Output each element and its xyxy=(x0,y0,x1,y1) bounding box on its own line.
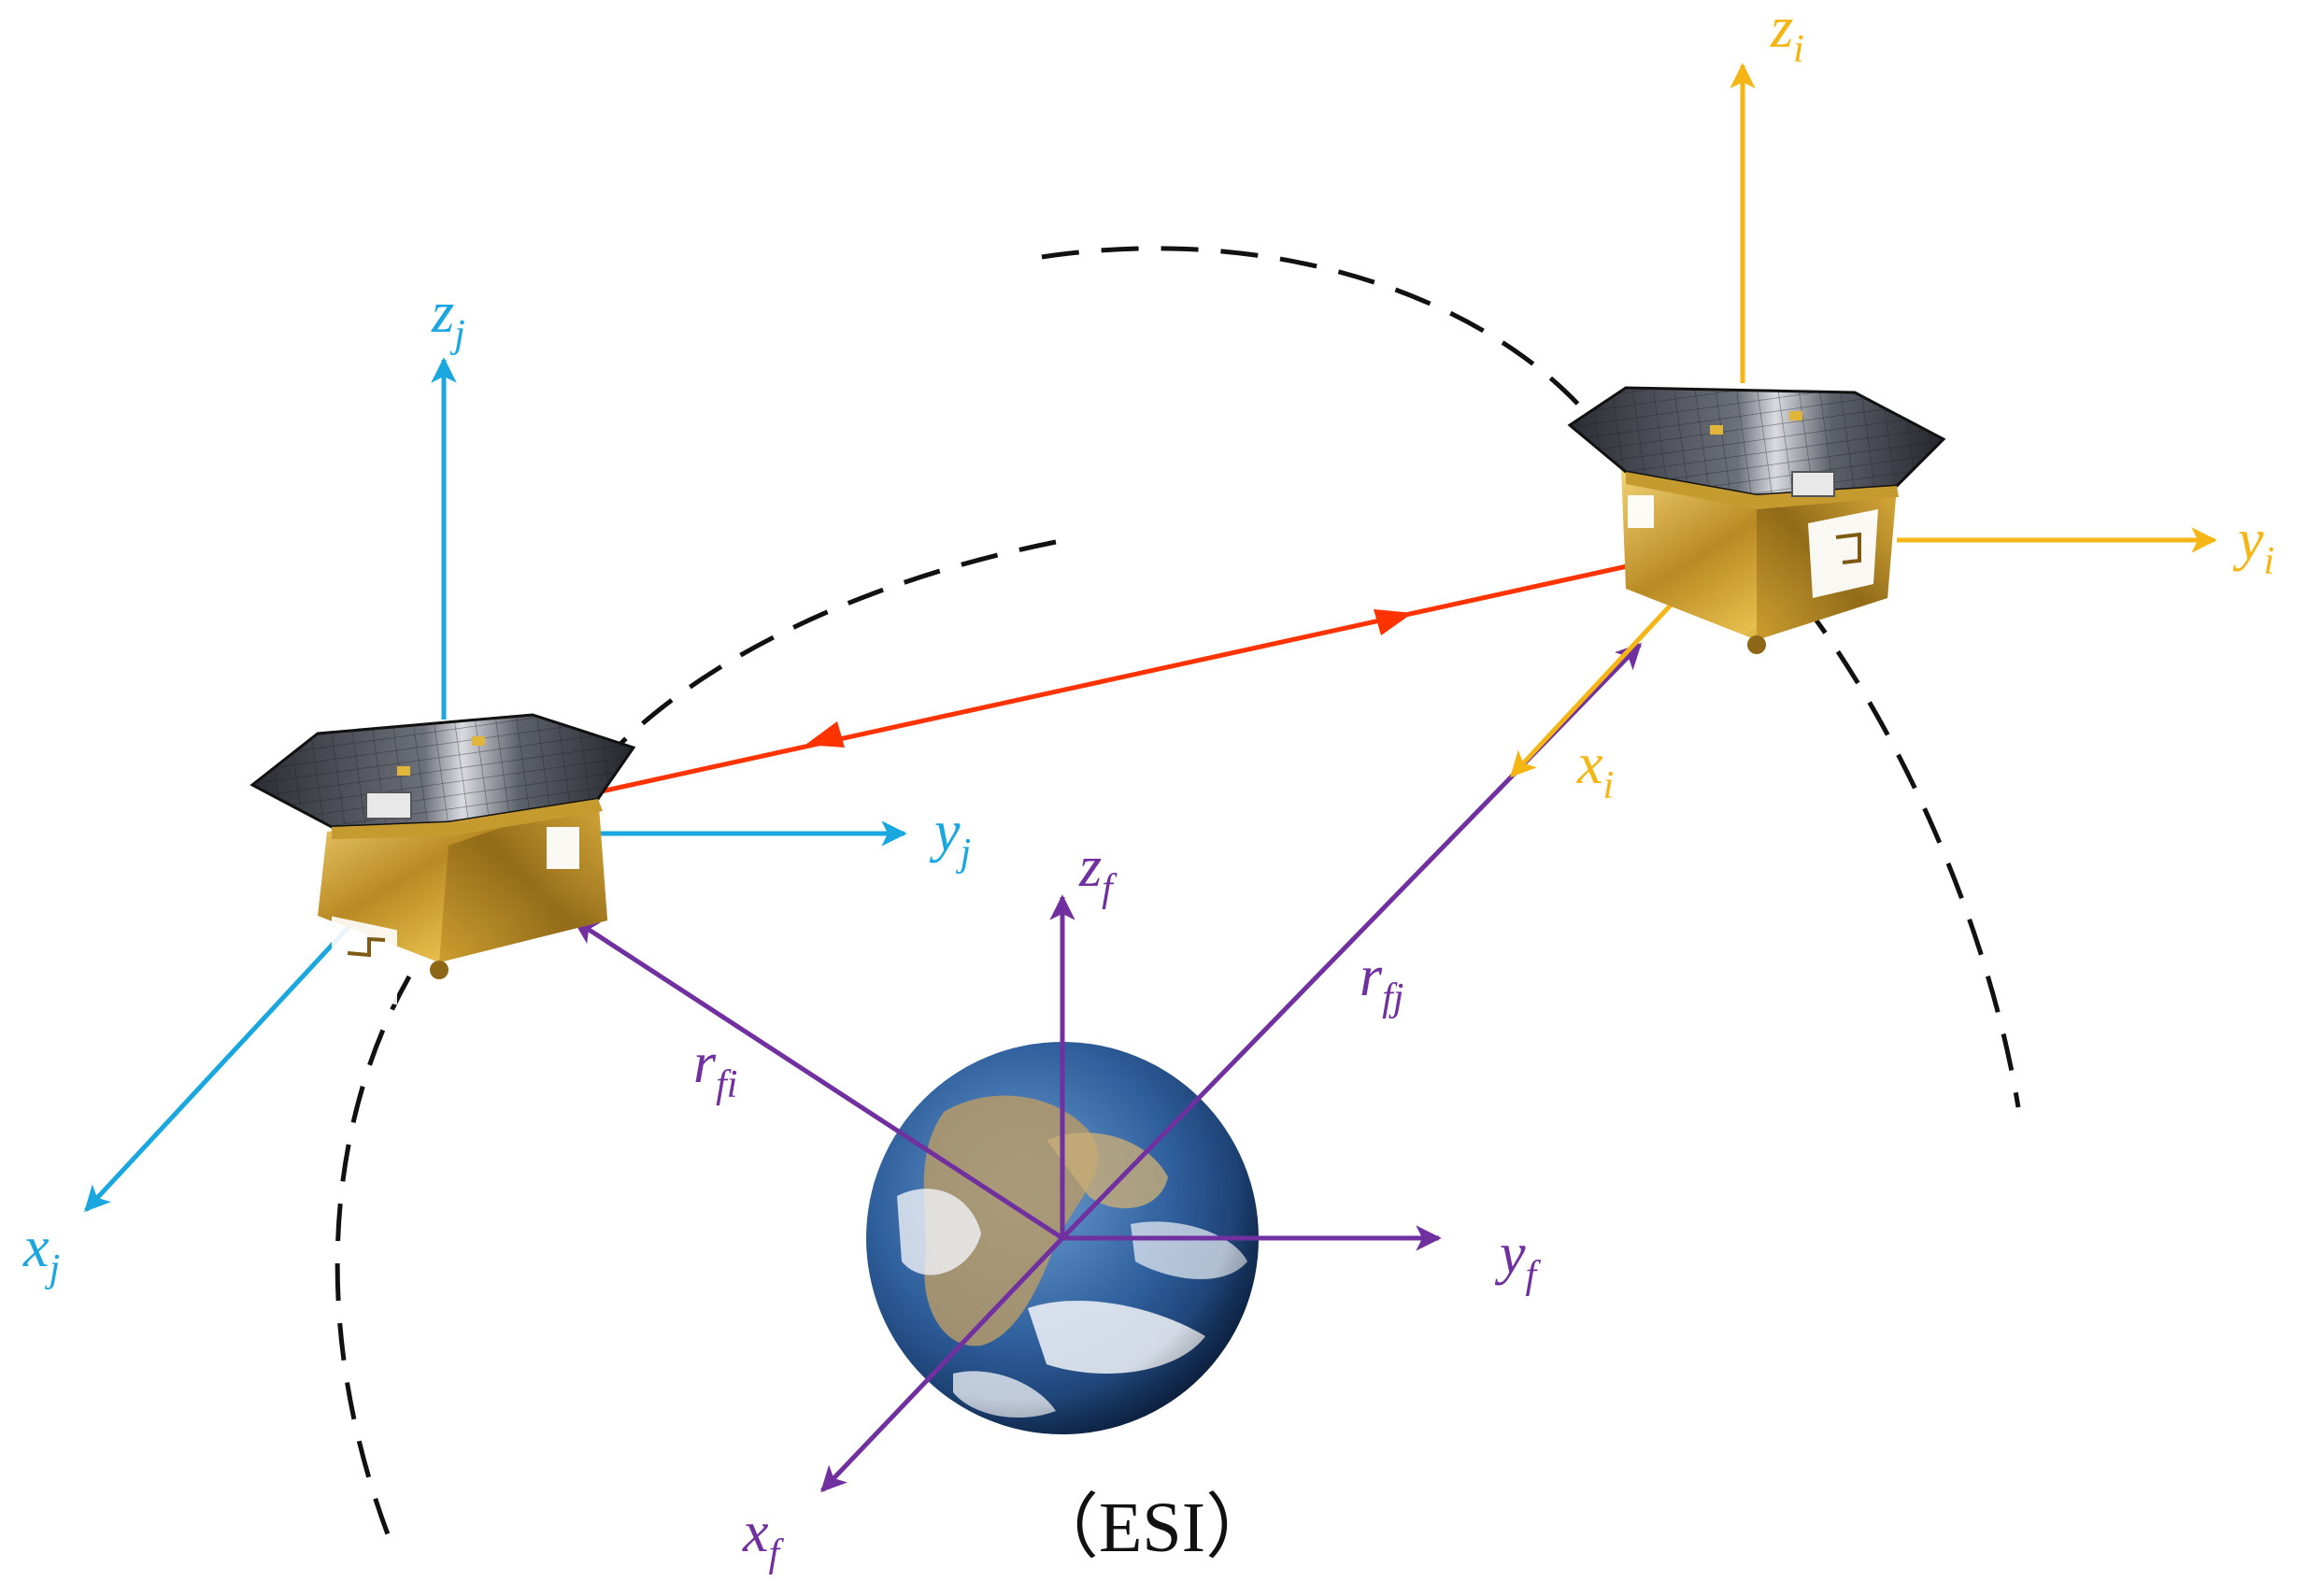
label-rfi: rfi xyxy=(693,1032,737,1106)
orbit-arcs xyxy=(335,246,2021,1543)
xf-axis xyxy=(820,1236,1064,1492)
link-arrow-toward-j xyxy=(805,721,845,748)
satellite-j-icon xyxy=(249,713,636,1005)
label-yf: yf xyxy=(1494,1222,1542,1297)
label-xf: xf xyxy=(742,1501,785,1575)
label-xj: xj xyxy=(22,1216,60,1290)
axis-labels: zj yj xj zi yi xi zf yf xf rfi rfj （ESI） xyxy=(22,0,2274,1575)
outer-orbit-arc-lower xyxy=(1801,601,2021,1108)
label-rfj: rfj xyxy=(1360,945,1403,1019)
outer-orbit-arc xyxy=(1041,246,1610,441)
link-arrow-toward-i xyxy=(1374,609,1413,635)
label-zi: zi xyxy=(1770,0,1804,71)
label-zj: zj xyxy=(431,281,465,356)
satellite-i-axes xyxy=(1510,63,2217,778)
frame-label-esi: （ESI） xyxy=(1028,1489,1276,1567)
satellite-i-icon xyxy=(1567,386,1946,654)
label-zf: zf xyxy=(1078,835,1118,910)
inter-satellite-link xyxy=(583,561,1641,798)
xj-axis xyxy=(84,923,352,1213)
label-xi: xi xyxy=(1576,733,1614,807)
rfi-vector xyxy=(572,918,1064,1241)
label-yi: yi xyxy=(2232,508,2274,583)
label-yj: yj xyxy=(929,800,971,875)
xi-axis xyxy=(1510,596,1679,778)
inner-orbit-arc-lower xyxy=(335,975,412,1543)
inner-orbit-arc xyxy=(615,539,1057,749)
satellite-j-axes xyxy=(84,357,907,1213)
